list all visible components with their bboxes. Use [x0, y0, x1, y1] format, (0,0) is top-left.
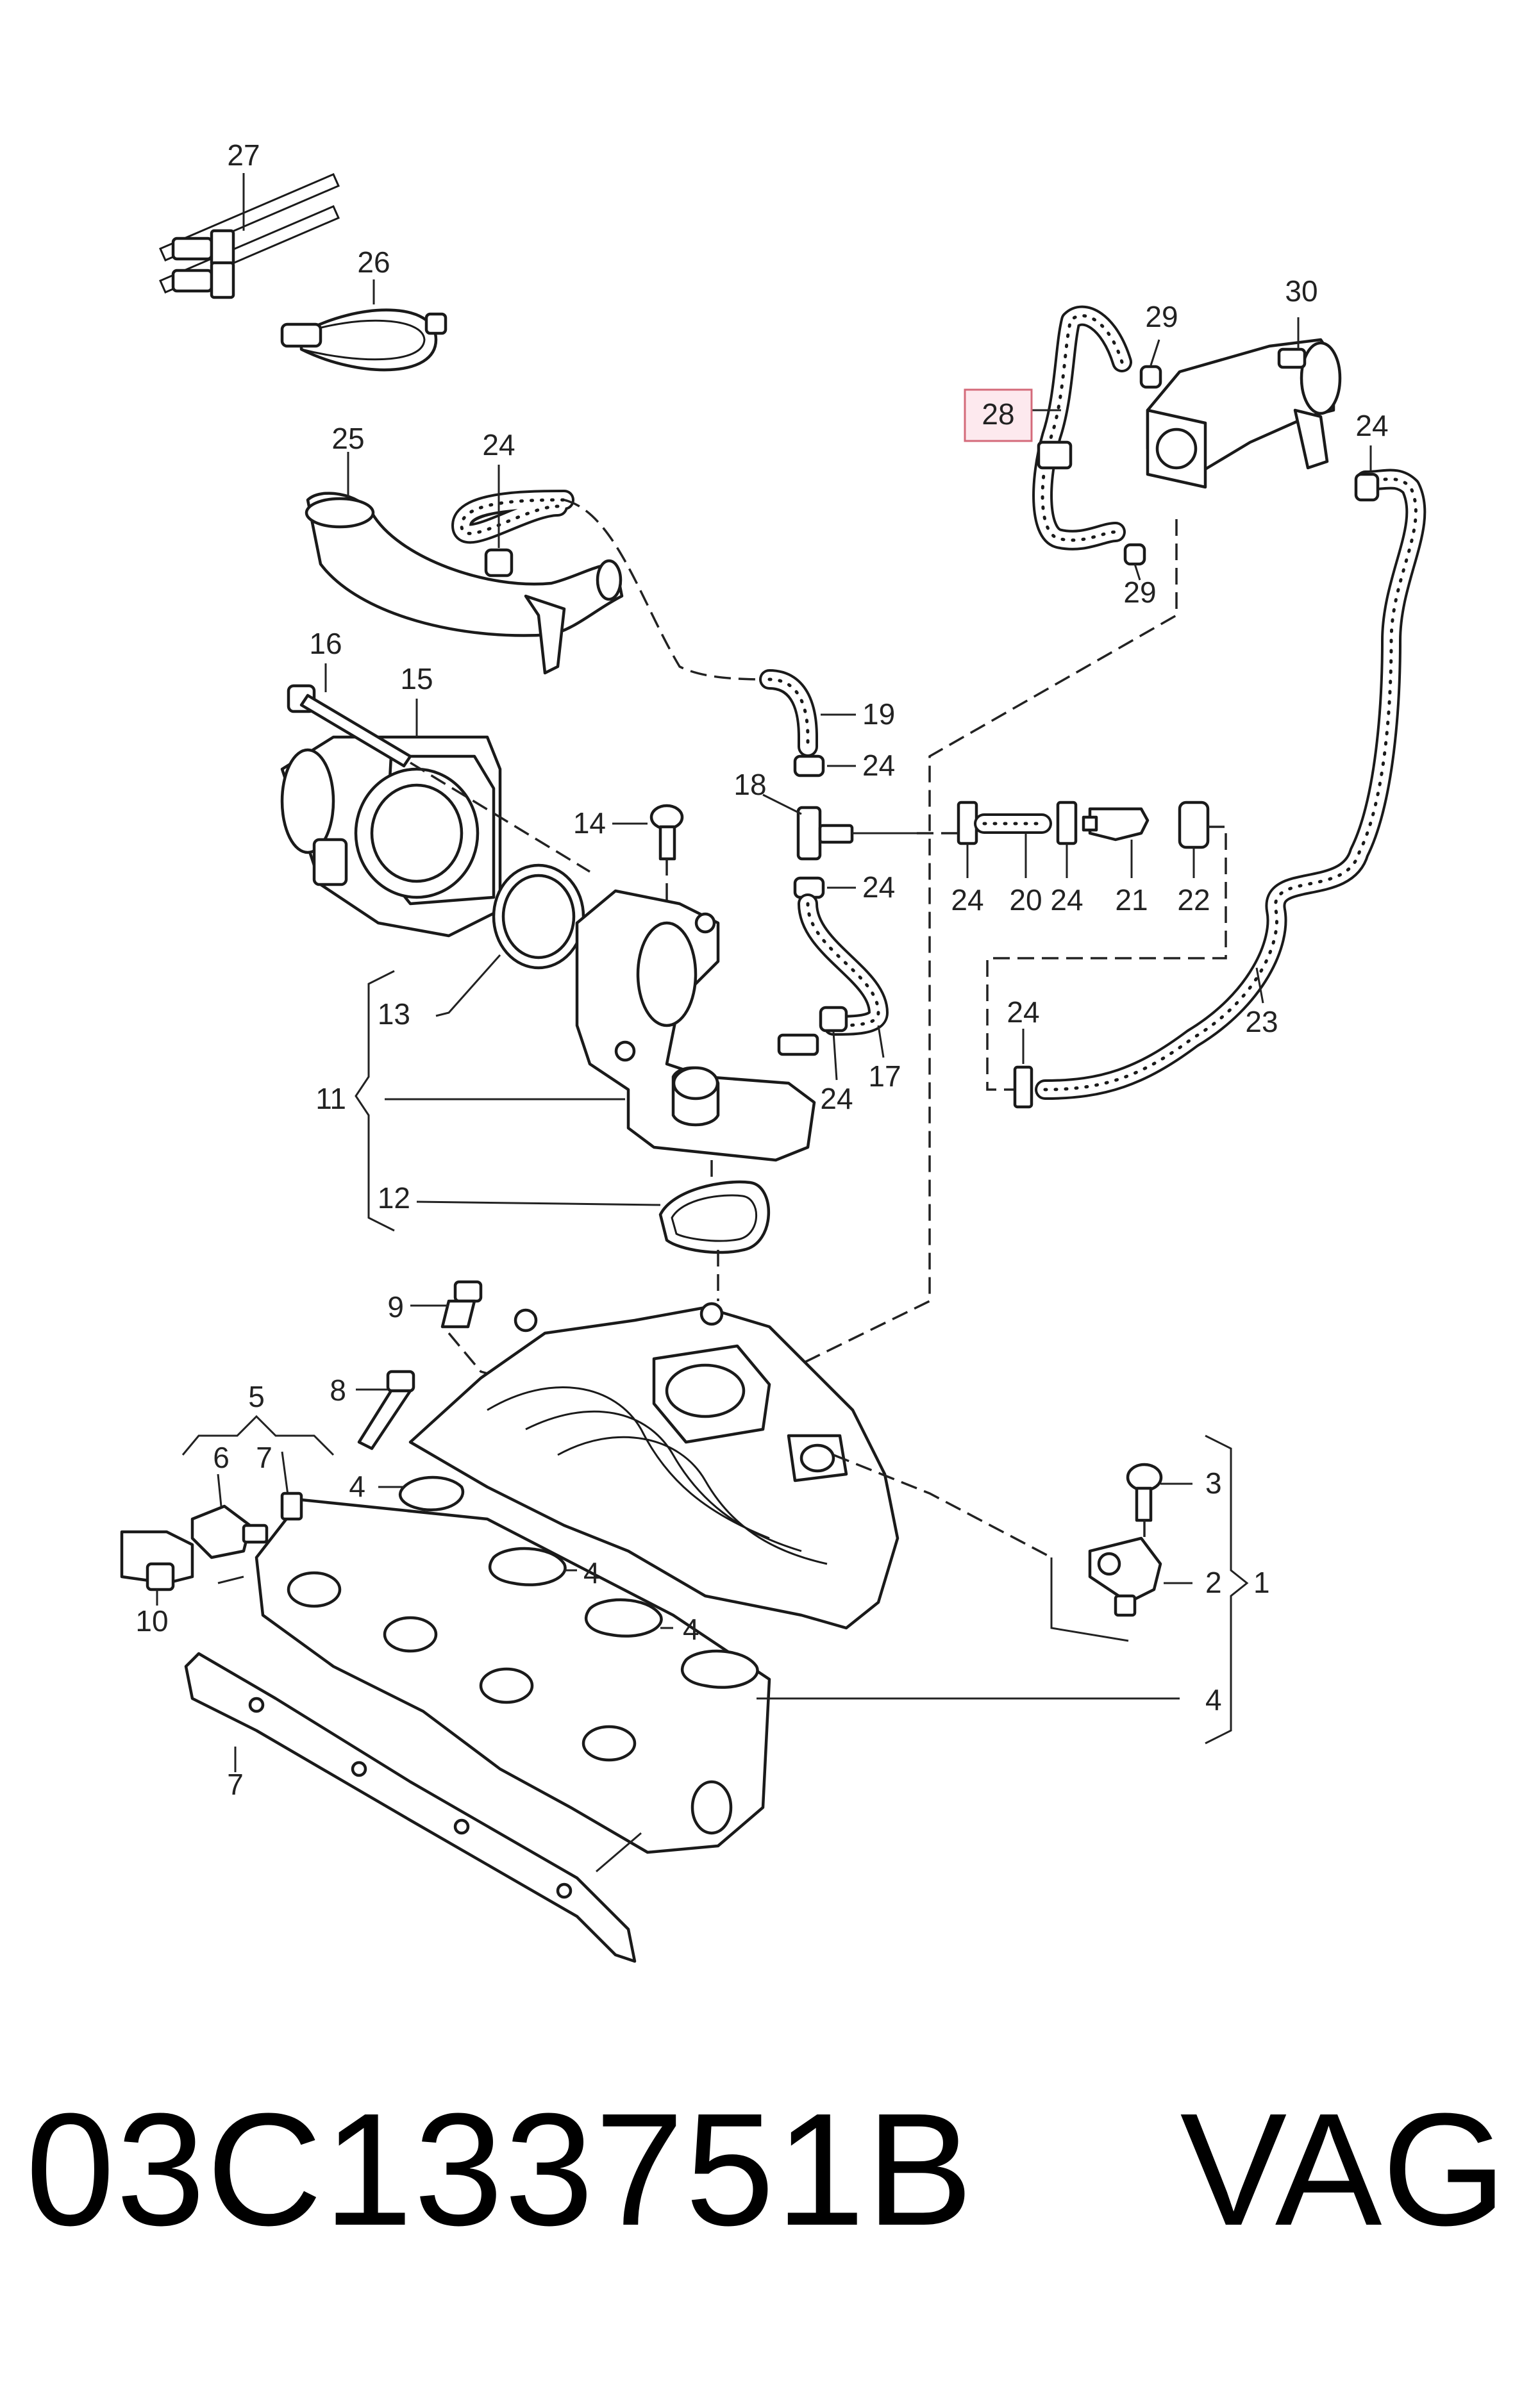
intake-duct-part [305, 492, 624, 675]
callout-label: 4 [683, 1613, 699, 1646]
vacuum-line-connectors [957, 801, 1210, 849]
callout-label: 10 [135, 1604, 168, 1638]
vacuum-hose-upper [451, 490, 574, 544]
callout-label: 8 [330, 1374, 346, 1407]
sensor-part-6 [190, 1504, 269, 1559]
breather-hose-part-28 [1032, 305, 1132, 551]
callout-label: 4 [1205, 1683, 1222, 1716]
callout-label: 4 [349, 1470, 365, 1503]
callout-label: 24 [862, 749, 895, 782]
part-number-footer: 03C133751B VAG [26, 2073, 1513, 2266]
callout-label: 5 [248, 1380, 265, 1413]
intake-manifold-part [408, 1302, 899, 1630]
callout-label: 2 [1205, 1566, 1222, 1599]
bolt-part-9 [440, 1280, 483, 1329]
gasket-part-4 [399, 1475, 759, 1689]
callout-label: 20 [1009, 883, 1042, 917]
callout-label: 30 [1285, 274, 1318, 308]
callout-label: 1 [1253, 1566, 1270, 1599]
callout-label: 14 [573, 806, 606, 840]
callout-label: 12 [378, 1181, 410, 1215]
intake-elbow-part-11 [575, 889, 816, 1162]
bolt-part-14 [649, 804, 684, 861]
callout-label: 24 [482, 428, 515, 461]
callout-label: 9 [387, 1290, 404, 1324]
callout-label: 24 [862, 870, 895, 904]
screw-part-3 [1126, 1463, 1163, 1522]
callout-label: 7 [227, 1768, 244, 1801]
highlight-box [964, 388, 1033, 442]
t-connector-part [796, 806, 854, 861]
callout-label: 27 [227, 138, 260, 172]
callout-label: 4 [583, 1556, 600, 1590]
pressure-sensor-part-2 [1088, 1536, 1162, 1617]
sensor-part-10 [120, 1530, 194, 1591]
callout-label: 22 [1177, 883, 1210, 917]
callout-label: 3 [1205, 1466, 1222, 1500]
vacuum-hose-23 [1035, 469, 1426, 1100]
bolt-part-8 [357, 1370, 415, 1450]
callout-label: 29 [1145, 300, 1178, 333]
callout-label: 24 [1007, 995, 1039, 1029]
callout-label: 24 [1355, 409, 1388, 442]
hose-clamp-part [280, 308, 448, 372]
gasket-strip-part-7 [184, 1652, 637, 1963]
callout-label: 29 [1123, 576, 1156, 609]
callout-label: 24 [951, 883, 983, 917]
callout-label: 17 [868, 1059, 901, 1093]
callout-label: 6 [213, 1441, 230, 1474]
part-number: 03C133751B [26, 2080, 975, 2259]
callout-label: 7 [256, 1441, 272, 1474]
callout-label: 24 [1050, 883, 1083, 917]
throttle-body-part [280, 735, 502, 938]
callout-label: 25 [331, 422, 364, 455]
manifold-flange-part [255, 1498, 771, 1854]
callout-label: 24 [820, 1082, 853, 1115]
callout-label: 13 [378, 997, 410, 1031]
callout-label: 19 [862, 697, 895, 731]
callout-label: 18 [733, 768, 766, 801]
callout-label: 21 [1115, 883, 1148, 917]
cable-tie-part [159, 173, 340, 299]
callout-label-highlighted: 28 [982, 397, 1014, 431]
callout-label: 23 [1245, 1005, 1278, 1038]
vacuum-hose-17 [798, 893, 889, 1036]
callout-label: 26 [357, 245, 390, 279]
bolt-part-16 [287, 684, 412, 768]
callout-label: 11 [315, 1082, 346, 1115]
control-valve-part [1146, 338, 1342, 489]
callout-label: 16 [309, 627, 342, 660]
callout-label: 15 [400, 662, 433, 695]
brand-name: VAG [1180, 2080, 1507, 2259]
vacuum-hose-19 [759, 669, 818, 757]
callout-labels: 1 2 3 4 4 4 4 4 5 6 7 7 8 9 10 11 12 13 … [135, 138, 1388, 1801]
